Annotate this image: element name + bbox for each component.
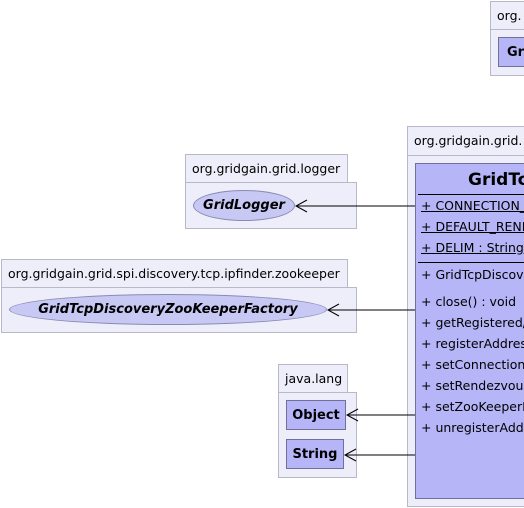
class-label: String bbox=[292, 446, 338, 462]
arrow-to-zookeeper-factory bbox=[326, 303, 415, 317]
class-title-divider bbox=[418, 194, 524, 195]
fields-divider bbox=[418, 262, 524, 263]
field-connection: + CONNECTION_T bbox=[421, 198, 524, 213]
package-name: java.lang bbox=[285, 371, 343, 386]
interface-label: GridLogger bbox=[203, 198, 285, 213]
class-string[interactable]: String bbox=[286, 439, 344, 469]
package-name: org. bbox=[497, 8, 522, 23]
package-tab-logger: org.gridgain.grid.logger bbox=[185, 154, 348, 183]
class-box-main[interactable]: GridTc + CONNECTION_T + DEFAULT_REND + D… bbox=[415, 163, 524, 499]
method-get-registered: + getRegistered/ bbox=[421, 315, 524, 330]
package-tab-zookeeper: org.gridgain.grid.spi.discovery.tcp.ipfi… bbox=[1, 259, 348, 288]
interface-grid-logger[interactable]: GridLogger bbox=[193, 190, 295, 221]
method-set-zookeeper: + setZooKeeperF bbox=[421, 399, 524, 414]
method-unregister-address: + unregisterAddr bbox=[421, 420, 524, 435]
package-tab-main: org.gridgain.grid. bbox=[407, 126, 524, 156]
package-tab-top-right: org. bbox=[490, 1, 524, 30]
package-name: org.gridgain.grid.logger bbox=[192, 161, 341, 176]
interface-zookeeper-factory[interactable]: GridTcpDiscoveryZooKeeperFactory bbox=[9, 294, 327, 325]
class-box-top-right[interactable]: Gr bbox=[498, 37, 524, 67]
field-default-rend: + DEFAULT_REND bbox=[421, 219, 524, 234]
class-title: GridTc bbox=[468, 170, 524, 190]
arrow-to-grid-logger bbox=[294, 199, 415, 213]
class-label: Object bbox=[292, 407, 340, 423]
method-set-connection: + setConnection bbox=[421, 357, 524, 372]
interface-label: GridTcpDiscoveryZooKeeperFactory bbox=[38, 302, 298, 317]
method-constructor: + GridTcpDiscove bbox=[421, 267, 524, 282]
class-label: Gr bbox=[507, 44, 524, 60]
package-tab-java-lang: java.lang bbox=[278, 364, 348, 393]
arrow-to-object bbox=[345, 408, 415, 422]
package-name: org.gridgain.grid. bbox=[414, 133, 523, 148]
method-register-address: + registerAddres bbox=[421, 336, 524, 351]
field-delim: + DELIM : String bbox=[421, 240, 524, 255]
class-object[interactable]: Object bbox=[286, 400, 346, 430]
package-name: org.gridgain.grid.spi.discovery.tcp.ipfi… bbox=[8, 266, 340, 281]
method-close: + close() : void bbox=[421, 294, 517, 309]
arrow-to-string bbox=[343, 448, 415, 462]
method-set-rendezvous: + setRendezvous bbox=[421, 378, 524, 393]
